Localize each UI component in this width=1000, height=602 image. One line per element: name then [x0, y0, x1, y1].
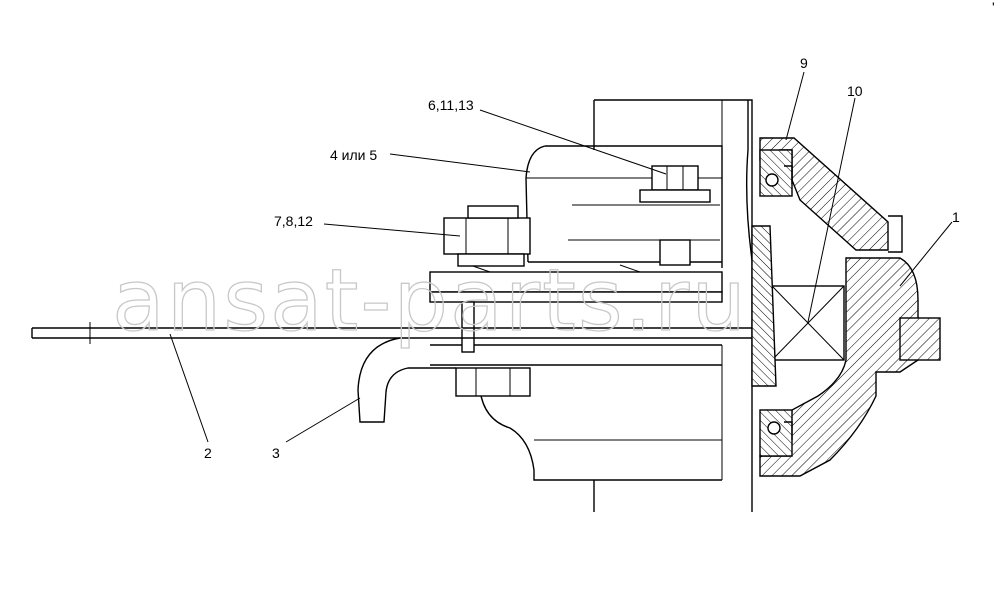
callout-label-7-8-12: 7,8,12 — [274, 213, 313, 229]
corner-mark: ' — [992, 0, 995, 15]
clamp-plates — [429, 264, 723, 366]
bearing — [751, 225, 845, 387]
callout-labels: 1 2 3 4 или 5 6,11,13 7,8,12 9 10 ' — [204, 0, 995, 461]
hook-part — [357, 337, 456, 423]
callout-label-4-or-5: 4 или 5 — [330, 147, 377, 163]
callout-label-1: 1 — [952, 209, 960, 225]
small-bolt — [639, 165, 711, 266]
callout-label-3: 3 — [272, 445, 280, 461]
lower-body — [479, 389, 722, 481]
callout-label-9: 9 — [800, 55, 808, 71]
callout-label-2: 2 — [204, 445, 212, 461]
rod — [31, 322, 760, 344]
callout-label-10: 10 — [847, 83, 863, 99]
bracket-body — [525, 145, 723, 268]
seal-lower — [759, 409, 793, 457]
watermark-text: ansat-parts.ru — [112, 251, 748, 351]
callout-label-6-11-13: 6,11,13 — [428, 97, 474, 113]
lower-nut — [455, 367, 531, 397]
leader-lines — [169, 71, 953, 443]
seal-upper — [759, 149, 793, 197]
